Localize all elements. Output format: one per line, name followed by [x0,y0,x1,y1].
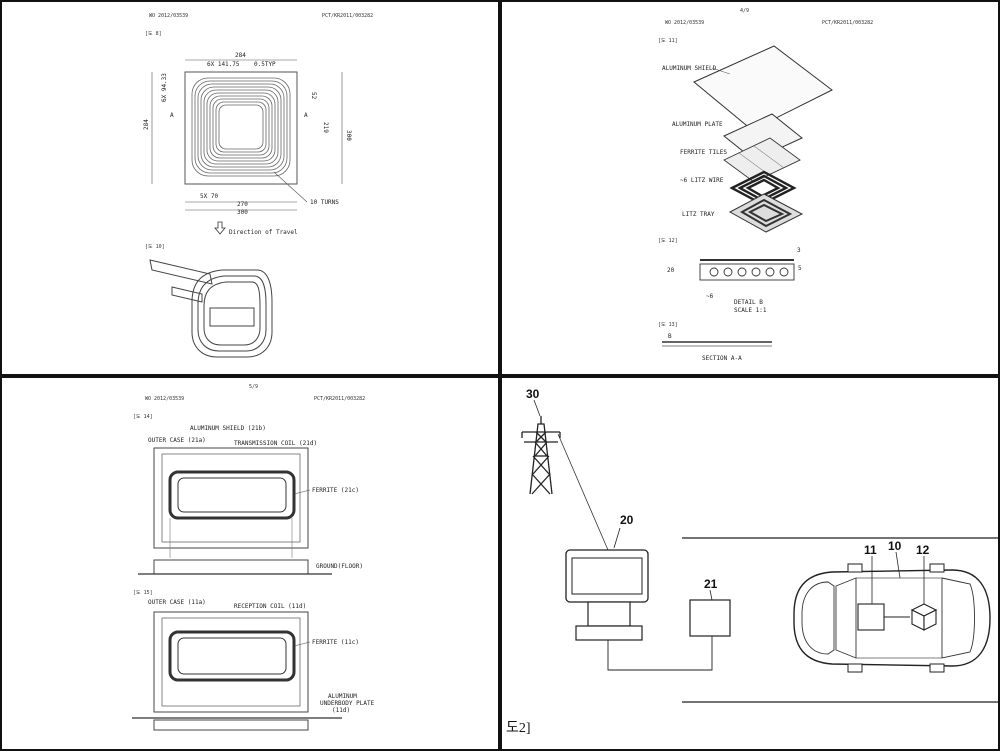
tray-label: LITZ TRAY [682,211,715,218]
direction-arrow-icon [214,221,226,235]
charging-station-base [587,601,631,627]
figure-label-a: [도 14] [133,414,153,420]
vehicle-label: 10 [888,539,902,553]
station-cable [607,636,713,671]
figure-signature: 도2] [506,721,531,736]
detail-label: DETAIL B [734,299,763,306]
shield-label: ALUMINUM SHIELD (21b) [190,425,266,432]
dim-bot1: 5X 70 [200,193,218,200]
station-label: 20 [620,513,634,527]
figure-label-b: [도 12] [658,238,678,244]
tray-coil [739,198,793,228]
scale-label: SCALE 1:1 [734,307,767,314]
dim-a-left: A [170,112,174,119]
dim-a-right: A [304,112,308,119]
dim-3: 3 [797,247,801,254]
direction-label: Direction of Travel [229,229,298,236]
coil-turns [191,77,291,177]
rx-coil-label: RECEPTION COIL (11d) [234,603,306,610]
figure-label-b: [도 15] [133,590,153,596]
section-b-label: B [668,333,672,340]
header-left: WO 2012/03539 [149,13,188,19]
header-left: WO 2012/03539 [665,20,704,26]
figure-label-c: [도 13] [658,322,678,328]
dim-rin2: 52 [310,92,317,100]
pad-sections-drawing: 5/9 WO 2012/03539 PCT/KR2011/003282 [도 1… [132,384,375,731]
ferrite-label-b: FERRITE (11c) [312,639,359,646]
underbody-label-1: ALUMINUM [328,693,357,700]
converter-label: 21 [704,577,718,591]
outer-case-label-a: OUTER CASE (21a) [148,437,206,444]
tower-label: 30 [526,387,540,401]
underbody-label-3: (11d) [332,707,350,714]
shield-label: ALUMINUM SHIELD [662,65,717,72]
dim-top: 284 [235,52,246,59]
aluminum-shield [693,45,833,131]
wire-circles [709,267,789,277]
litz-tray [728,193,804,233]
header-right: PCT/KR2011/003282 [822,20,873,26]
dim-vert: 6X 94.33 [161,73,168,102]
exploded-layers-drawing: 4/9 WO 2012/03539 PCT/KR2011/003282 [도 1… [658,8,873,362]
outer-case-label-b: OUTER CASE (11a) [148,599,206,606]
figure-label-b: [도 10] [145,244,165,250]
tx-coil [168,470,296,520]
panel-pad-sections: 5/9 WO 2012/03539 PCT/KR2011/003282 [도 1… [0,376,500,751]
ferrite-label: FERRITE TILES [680,149,727,156]
receiver-module [857,603,885,631]
underbody-label-2: UNDERBODY PLATE [320,700,375,707]
outer-case-b [153,611,309,713]
page-number: 4/9 [740,8,749,14]
power-converter-box [689,599,731,637]
dim-pitch: 0.5TYP [254,61,276,68]
system-overview-drawing: 30 20 21 [506,387,998,736]
figure-label-a: [도 11] [658,38,678,44]
panel-system-overview: 30 20 21 [500,376,1000,751]
component-11-label: 11 [864,543,877,557]
dim-left: 284 [143,119,150,130]
litz-wire-coil [729,170,797,206]
dim-bot3: 300 [237,209,248,216]
dim-bot2: 270 [237,201,248,208]
litz-label: ~6 LITZ WIRE [680,177,724,184]
turns-label: 10 TURNS [310,199,339,206]
panel-exploded-layers: 4/9 WO 2012/03539 PCT/KR2011/003282 [도 1… [500,0,1000,376]
ferrite-label-a: FERRITE (21c) [312,487,359,494]
coil-plan-drawing: WO 2012/03539 PCT/KR2011/003282 [도 8] 28… [143,13,373,358]
coil-3d-sketch [149,259,273,358]
electric-vehicle [793,563,991,673]
header-left: WO 2012/03539 [145,396,184,402]
rx-coil [168,630,296,682]
section-label: SECTION A-A [702,355,742,362]
dim-5: 5 [798,265,802,272]
tx-coil-label: TRANSMISSION COIL (21d) [234,440,317,447]
ferrite-tiles [723,137,801,183]
power-tower-icon [521,416,561,495]
grid-cable [557,433,609,551]
component-12-label: 12 [916,543,930,557]
panel-coil-plan: WO 2012/03539 PCT/KR2011/003282 [도 8] 28… [0,0,500,376]
plate-label: ALUMINUM PLATE [672,121,723,128]
dim-20: 20 [667,267,675,274]
page-number: 5/9 [249,384,258,390]
dim-6x: 6X 141.75 [207,61,240,68]
figure-label-a: [도 8] [145,31,162,37]
header-right: PCT/KR2011/003282 [322,13,373,19]
header-right: PCT/KR2011/003282 [314,396,365,402]
outer-case-a [153,447,309,549]
ground-label: GROUND(FLOOR) [316,563,363,570]
battery-cube-icon [910,603,938,631]
dim-6: ~6 [706,293,714,300]
dim-right: 300 [345,130,352,141]
dim-rin: 219 [322,122,329,133]
